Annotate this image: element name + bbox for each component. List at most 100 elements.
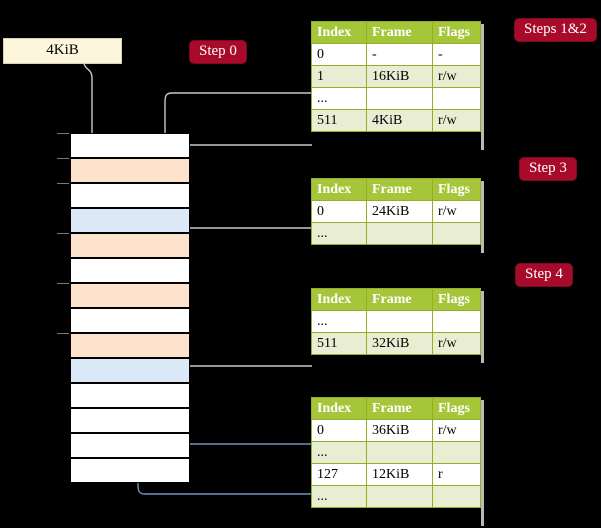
column-header-flags: Flags [432, 21, 481, 44]
cell-flags: r/w [432, 109, 481, 132]
cell-frame: 4KiB [366, 109, 433, 132]
column-header-flags: Flags [432, 178, 481, 201]
memory-cell [70, 233, 190, 258]
cell-index: ... [311, 485, 367, 508]
cell-flags: r/w [432, 419, 481, 442]
table-shadow [481, 24, 484, 150]
column-header-flags: Flags [432, 288, 481, 311]
memory-tick [57, 133, 69, 134]
memory-cell [70, 283, 190, 308]
cell-flags [432, 441, 481, 464]
table-row: ... [311, 87, 481, 110]
table-shadow [481, 400, 484, 526]
memory-cell [70, 408, 190, 433]
cell-flags [432, 310, 481, 333]
column-header-frame: Frame [366, 21, 433, 44]
cell-index: 511 [311, 332, 367, 355]
memory-cell [70, 183, 190, 208]
cell-frame [366, 310, 433, 333]
cell-frame [366, 222, 433, 245]
cell-frame: 36KiB [366, 419, 433, 442]
badge-step-0: Step 0 [190, 41, 246, 63]
cell-index: ... [311, 87, 367, 110]
column-header-index: Index [311, 288, 367, 311]
cell-flags: r/w [432, 332, 481, 355]
cell-frame [366, 485, 433, 508]
memory-cell [70, 358, 190, 383]
column-header-index: Index [311, 21, 367, 44]
wire-level1-row0 [180, 227, 312, 260]
memory-tick [57, 333, 69, 334]
column-header-flags: Flags [432, 397, 481, 420]
wire-level2-row511 [179, 310, 312, 367]
table-row: ... [311, 485, 481, 508]
badge-step-4: Step 4 [516, 264, 572, 286]
cell-frame [366, 441, 433, 464]
cell-flags [432, 87, 481, 110]
table-row: 0-- [311, 43, 481, 66]
column-header-index: Index [311, 397, 367, 420]
cell-flags: r/w [432, 65, 481, 88]
cell-flags [432, 485, 481, 508]
memory-cell [70, 333, 190, 358]
cell-index: ... [311, 441, 367, 464]
wire-level0-row511 [180, 144, 312, 161]
cell-flags: - [432, 43, 481, 66]
cell-index: ... [311, 310, 367, 333]
table-row: ... [311, 222, 481, 245]
cell-flags: r/w [432, 200, 481, 223]
cell-frame: - [366, 43, 433, 66]
memory-cell [70, 458, 190, 483]
table-row: ... [311, 310, 481, 333]
badge-step-3: Step 3 [520, 158, 576, 180]
cell-frame: 24KiB [366, 200, 433, 223]
cell-index: 0 [311, 43, 367, 66]
cell-flags [432, 222, 481, 245]
cell-index: 0 [311, 419, 367, 442]
badge-steps-1-and-2: Steps 1&2 [515, 19, 596, 41]
column-header-frame: Frame [366, 288, 433, 311]
cell-index: 511 [311, 109, 367, 132]
cell-index: ... [311, 222, 367, 245]
memory-cell [70, 383, 190, 408]
memory-tick [57, 183, 69, 184]
column-header-frame: Frame [366, 178, 433, 201]
request-size-box: 4KiB [3, 38, 122, 64]
cell-index: 0 [311, 200, 367, 223]
column-header-frame: Frame [366, 397, 433, 420]
memory-cell [70, 133, 190, 158]
cell-frame: 12KiB [366, 463, 433, 486]
memory-tick [57, 233, 69, 234]
cell-frame: 32KiB [366, 332, 433, 355]
cell-frame [366, 87, 433, 110]
memory-tick [57, 158, 69, 159]
column-header-index: Index [311, 178, 367, 201]
memory-cell [70, 158, 190, 183]
memory-cell [70, 258, 190, 283]
cell-index: 127 [311, 463, 367, 486]
table-row: ... [311, 441, 481, 464]
table-shadow [481, 291, 484, 363]
memory-cell [70, 208, 190, 233]
cell-flags: r [432, 463, 481, 486]
memory-tick [57, 283, 69, 284]
cell-index: 1 [311, 65, 367, 88]
memory-cell [70, 433, 190, 458]
table-shadow [481, 181, 484, 253]
cell-frame: 16KiB [366, 65, 433, 88]
